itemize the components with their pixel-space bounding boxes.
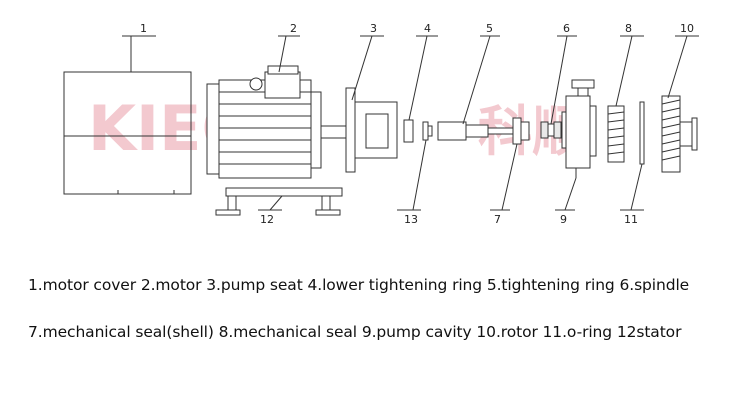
label-4: 4 xyxy=(424,22,431,35)
parts-legend-line-2: 7.mechanical seal(shell) 8.mechanical se… xyxy=(28,323,682,341)
label-9: 9 xyxy=(560,213,567,226)
label-6: 5 xyxy=(486,22,493,35)
label-10: 8 xyxy=(625,22,632,35)
pump-seat xyxy=(345,87,398,173)
label-5: 13 xyxy=(404,213,418,226)
label-13: 12 xyxy=(260,213,274,226)
mechanical-seal xyxy=(540,121,562,139)
leader-lines xyxy=(130,35,688,211)
motor-cover xyxy=(63,71,192,195)
label-3: 3 xyxy=(370,22,377,35)
tightening-ring xyxy=(422,121,433,141)
spindle xyxy=(437,121,515,141)
label-underlines xyxy=(122,35,699,211)
label-7: 7 xyxy=(494,213,501,226)
label-2: 2 xyxy=(290,22,297,35)
mechanical-seal-shell xyxy=(512,117,530,145)
exploded-pump-diagram: KIEON 科顺 xyxy=(63,22,699,226)
label-8: 6 xyxy=(563,22,570,35)
label-12: 10 xyxy=(680,22,694,35)
lower-tightening-ring xyxy=(403,119,414,143)
rotor xyxy=(607,105,625,163)
stator xyxy=(661,95,698,173)
motor xyxy=(206,65,352,216)
label-1: 1 xyxy=(140,22,147,35)
pump-cavity xyxy=(561,79,597,178)
o-ring xyxy=(639,101,645,165)
part-numbers: 1 2 3 4 5 6 8 10 12 13 7 9 11 xyxy=(140,22,694,226)
parts-legend-line-1: 1.motor cover 2.motor 3.pump seat 4.lowe… xyxy=(28,276,690,294)
label-11: 11 xyxy=(624,213,638,226)
